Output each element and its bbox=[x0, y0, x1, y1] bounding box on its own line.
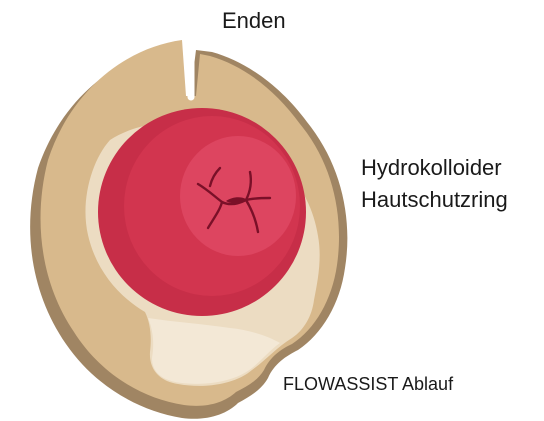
label-ring-line-2: Hautschutzring bbox=[361, 184, 508, 216]
label-ends: Enden bbox=[222, 8, 286, 34]
label-hydrocolloid-ring: Hydrokolloider Hautschutzring bbox=[361, 152, 508, 216]
label-flowassist-drain: FLOWASSIST Ablauf bbox=[283, 374, 453, 396]
stoma-highlight bbox=[180, 136, 296, 256]
label-ring-line-1: Hydrokolloider bbox=[361, 152, 508, 184]
